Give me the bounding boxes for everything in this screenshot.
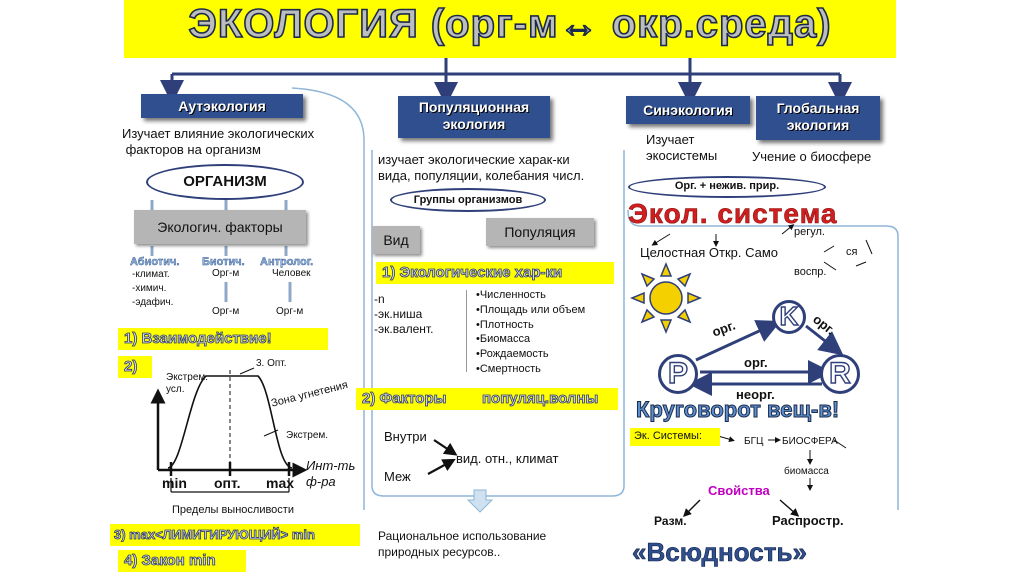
item4-text: 4) Закон min xyxy=(124,552,216,570)
org-env-ellipse: Орг. + нежив. прир. xyxy=(628,176,826,198)
population-box: Популяция xyxy=(486,218,594,246)
synecology-header: Синэкология xyxy=(626,96,750,124)
population-header: Популяционная экология xyxy=(398,96,550,138)
cycle-text: Круговорот вещ-в! xyxy=(635,397,840,422)
ubiquity-text: «Всюдность» xyxy=(632,537,808,568)
global-desc: Учение о биосфере xyxy=(752,149,872,164)
factors-text: 2) Факторы xyxy=(362,390,447,408)
eco-systems-band xyxy=(630,428,720,446)
biosphere-label: БИОСФЕРА xyxy=(782,436,838,447)
r-circle: R xyxy=(820,354,860,394)
item3-text: 3) max<ЛИМИТИРУЮЩИЙ> min xyxy=(114,527,316,543)
eco-char-text: 1) Экологические хар-ки xyxy=(382,264,563,282)
anthro-bottom: Орг-м xyxy=(276,306,304,317)
item3-band xyxy=(110,524,360,546)
pop-left-list: -n -эк.ниша -эк.валент. xyxy=(374,292,434,336)
p-circle: P xyxy=(658,354,698,394)
population-desc: изучает экологические харак-ки вида, поп… xyxy=(378,152,585,183)
biomass-label: биомасса xyxy=(784,466,829,477)
graph-opt: опт. xyxy=(214,475,241,491)
pop-right-list: •Численность •Площадь или объем •Плотнос… xyxy=(476,289,586,375)
waves-text: популяц.волны xyxy=(482,390,599,408)
rasprostr-label: Распростр. xyxy=(772,513,844,528)
rational-text: Рациональное использование природных рес… xyxy=(378,529,547,559)
razm-label: Разм. xyxy=(654,514,687,528)
autecology-desc: Изучает влияние экологических факторов н… xyxy=(122,126,315,157)
abiotic-label: Абиотич. xyxy=(130,256,180,268)
graph-min: min xyxy=(162,475,187,491)
graph-limits: Пределы выносливости xyxy=(172,504,294,516)
page-title: ЭКОЛОГИЯ (орг-м↔ окр.среда) xyxy=(188,1,832,47)
org-label-3: орг. xyxy=(744,355,768,370)
regul-text: регул. xyxy=(794,226,825,238)
eco-factors-box: Экологич. факторы xyxy=(134,210,306,244)
relations-label: вид. отн., климат xyxy=(456,451,559,466)
inside-label: Внутри xyxy=(384,429,427,444)
title-bar xyxy=(124,0,896,58)
btsts-label: БГЦ xyxy=(744,436,764,447)
groups-ellipse: Группы организмов xyxy=(390,188,546,212)
graph-extreme-left: Экстрем. усл. xyxy=(166,372,209,395)
k-circle: K xyxy=(772,300,806,334)
biotic-bottom: Орг-м xyxy=(212,306,240,317)
graph-extreme-right: Экстрем. xyxy=(286,430,329,441)
eco-char-band xyxy=(376,262,614,284)
graph-max: max xyxy=(266,475,295,491)
graph-opt3: 3. Опт. xyxy=(256,358,287,369)
global-header: Глобальная экология xyxy=(756,96,880,140)
sun-icon xyxy=(630,262,702,334)
synecology-desc: Изучает экосистемы xyxy=(646,132,718,163)
anthro-top: Человек xyxy=(272,268,311,279)
item2-text: 2) xyxy=(124,358,138,376)
interaction-text: 1) Взаимодействие! xyxy=(124,330,272,348)
vospr-text: воспр. xyxy=(794,266,827,278)
biotic-top: Орг-м xyxy=(212,268,240,279)
eco-systems-label: Эк. Системы: xyxy=(634,430,702,442)
holistic-text: Целостная Откр. Само xyxy=(640,245,779,260)
graph-intensity: Инт-ть ф-ра xyxy=(306,458,356,489)
pop-divider xyxy=(466,290,467,372)
between-label: Меж xyxy=(384,469,411,484)
interaction-band xyxy=(118,328,328,350)
biotic-label: Биотич. xyxy=(202,256,245,268)
abiotic-items: -климат. -химич. -эдафич. xyxy=(132,269,174,308)
factors-band xyxy=(356,388,618,410)
properties-label: Свойства xyxy=(708,483,770,498)
organism-ellipse: ОРГАНИЗМ xyxy=(146,164,304,200)
anthropic-label: Антролог. xyxy=(260,256,314,268)
species-box: Вид xyxy=(372,226,420,254)
item2-band xyxy=(118,356,152,378)
autecology-header: Аутэкология xyxy=(141,94,303,118)
sya-text: ся xyxy=(846,246,858,258)
item4-band xyxy=(118,550,246,572)
neorg-label: неорг. xyxy=(736,387,775,402)
eco-system-title: Экол. система xyxy=(628,198,838,230)
